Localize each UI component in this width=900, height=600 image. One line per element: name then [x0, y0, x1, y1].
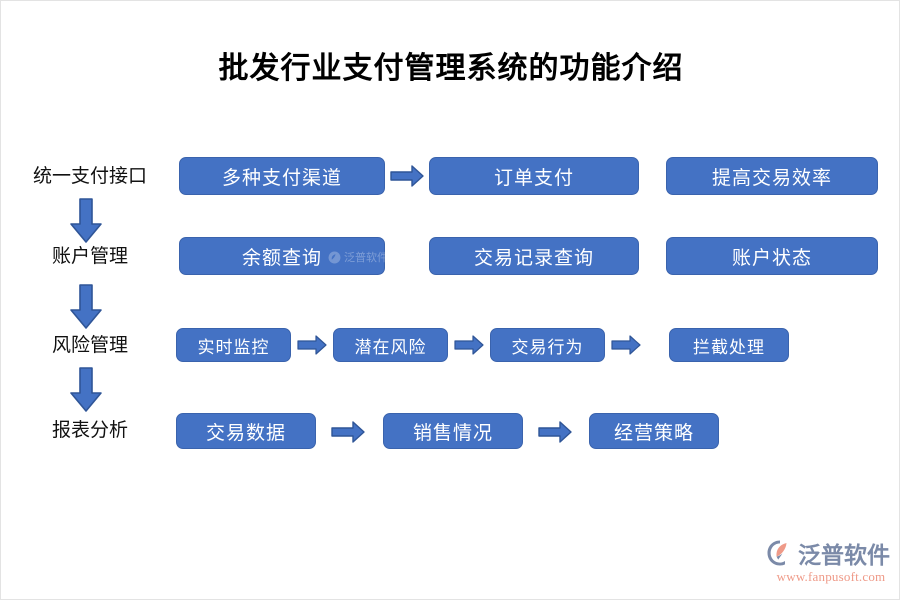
arrow-right-icon	[390, 163, 424, 189]
node-qianzaifengxian[interactable]: 潜在风险	[333, 328, 448, 362]
fanpu-logo-icon	[767, 540, 787, 566]
node-jiaoyixingwei[interactable]: 交易行为	[490, 328, 605, 362]
node-tigaojiaoyixiaolv[interactable]: 提高交易效率	[666, 157, 878, 195]
node-dingdanzhifu[interactable]: 订单支付	[429, 157, 639, 195]
arrow-right-icon	[297, 333, 327, 359]
brand-logo: 泛普软件 www.fanpusoft.com	[766, 538, 896, 586]
page-title: 批发行业支付管理系统的功能介绍	[218, 52, 684, 85]
arrow-right-icon	[331, 419, 365, 445]
stage-label-1: 统一支付接口	[32, 166, 147, 187]
arrow-down-icon	[69, 284, 103, 330]
node-zhanghuzhuangtai[interactable]: 账户状态	[666, 237, 878, 275]
stage-row-2: 账户管理 余额查询 泛普软件 交易记录查询 账户状态	[1, 237, 899, 277]
node-lanjiechuli[interactable]: 拦截处理	[669, 328, 789, 362]
stage-label-3: 风险管理	[51, 335, 128, 356]
arrow-down-icon	[69, 367, 103, 413]
stage-label-4: 报表分析	[51, 420, 128, 441]
brand-name: 泛普软件	[798, 542, 890, 568]
node-shishijiankong[interactable]: 实时监控	[176, 328, 291, 362]
node-xiaoshouqingkuang[interactable]: 销售情况	[383, 413, 523, 449]
brand-url: www.fanpusoft.com	[776, 569, 886, 584]
stage-row-1: 统一支付接口 多种支付渠道 订单支付 提高交易效率	[1, 157, 899, 197]
node-yuechaxun[interactable]: 余额查询	[179, 237, 385, 275]
node-duozhongzhifuqudao[interactable]: 多种支付渠道	[179, 157, 385, 195]
node-jingyingcelve[interactable]: 经营策略	[589, 413, 719, 449]
node-jiaoyijilvchaxun[interactable]: 交易记录查询	[429, 237, 639, 275]
node-jiaoyishuju[interactable]: 交易数据	[176, 413, 316, 449]
stage-row-4: 报表分析 交易数据 销售情况 经营策略	[1, 413, 899, 453]
stage-row-3: 风险管理 实时监控 潜在风险 交易行为 拦截处理	[1, 328, 899, 368]
arrow-right-icon	[538, 419, 572, 445]
brand-row: 泛普软件	[766, 538, 896, 568]
stage-label-2: 账户管理	[51, 246, 128, 267]
arrow-right-icon	[454, 333, 484, 359]
arrow-right-icon	[611, 333, 641, 359]
arrow-down-icon	[69, 198, 103, 244]
